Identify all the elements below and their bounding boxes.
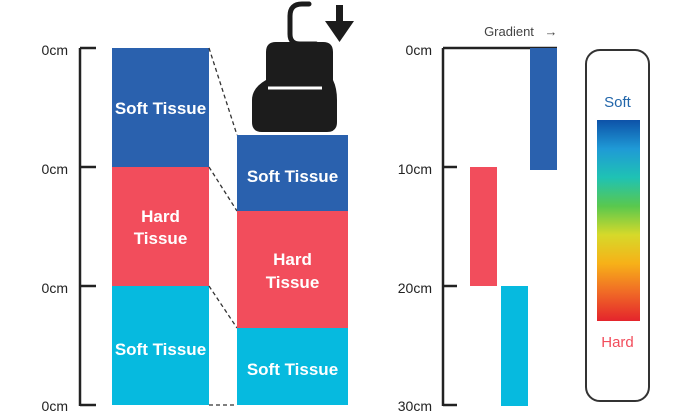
legend-frame <box>585 49 650 402</box>
left-axis-tick-label: 0cm <box>42 42 68 58</box>
right-axis-tick-label: 30cm <box>398 398 432 414</box>
compressed-block-label: Soft Tissue <box>247 167 338 186</box>
ultrasound-probe-icon <box>252 1 337 132</box>
gradient-bar-hard <box>470 167 497 286</box>
gradient-bar-soft <box>530 48 557 170</box>
compressed-block-label: Tissue <box>266 273 320 292</box>
gradient-bar-lower-soft <box>501 286 528 406</box>
original-lower-soft-tissue-block <box>112 286 209 405</box>
right-arrow-icon: → <box>545 24 558 39</box>
probe-cable <box>287 1 319 47</box>
compressed-block-label: Hard <box>273 250 312 269</box>
compressed-tissue-column: Soft Tissue Hard Tissue Soft Tissue <box>237 135 348 405</box>
original-block-label: Hard <box>141 207 180 226</box>
left-depth-axis: 0cm 0cm 0cm 0cm <box>42 42 96 414</box>
arrow-down-icon <box>325 5 354 42</box>
right-axis-tick-label: 20cm <box>398 280 432 296</box>
original-block-label: Tissue <box>134 229 188 248</box>
original-block-label: Soft Tissue <box>115 340 206 359</box>
legend-hard-label: Hard <box>601 334 634 351</box>
arrow-head <box>325 21 354 42</box>
compressed-block-label: Soft Tissue <box>247 360 338 379</box>
original-hard-tissue-block <box>112 167 209 286</box>
original-tissue-column: Soft Tissue Hard Tissue Soft Tissue <box>112 48 209 405</box>
connector-line <box>208 285 238 329</box>
legend-soft-label: Soft <box>604 94 632 111</box>
elasticity-legend: Soft Hard <box>585 49 650 402</box>
original-block-label: Soft Tissue <box>115 99 206 118</box>
gradient-bars <box>470 48 557 406</box>
left-axis-tick-label: 0cm <box>42 280 68 296</box>
compressed-soft-tissue-block <box>237 135 348 211</box>
left-axis-tick-label: 0cm <box>42 398 68 414</box>
connector-line <box>208 166 238 212</box>
original-soft-tissue-block <box>112 48 209 167</box>
connector-line <box>208 47 238 136</box>
left-axis-tick-label: 0cm <box>42 161 68 177</box>
right-axis-tick-label: 0cm <box>406 42 432 58</box>
right-axis-tick-label: 10cm <box>398 161 432 177</box>
right-depth-axis: 0cm 10cm 20cm 30cm <box>398 42 557 414</box>
arrow-shaft <box>336 5 343 27</box>
compressed-lower-soft-tissue-block <box>237 328 348 405</box>
compression-connectors <box>208 47 238 406</box>
legend-color-scale <box>597 120 640 321</box>
gradient-header-label: Gradient <box>484 24 534 39</box>
compressed-hard-tissue-block <box>237 211 348 328</box>
